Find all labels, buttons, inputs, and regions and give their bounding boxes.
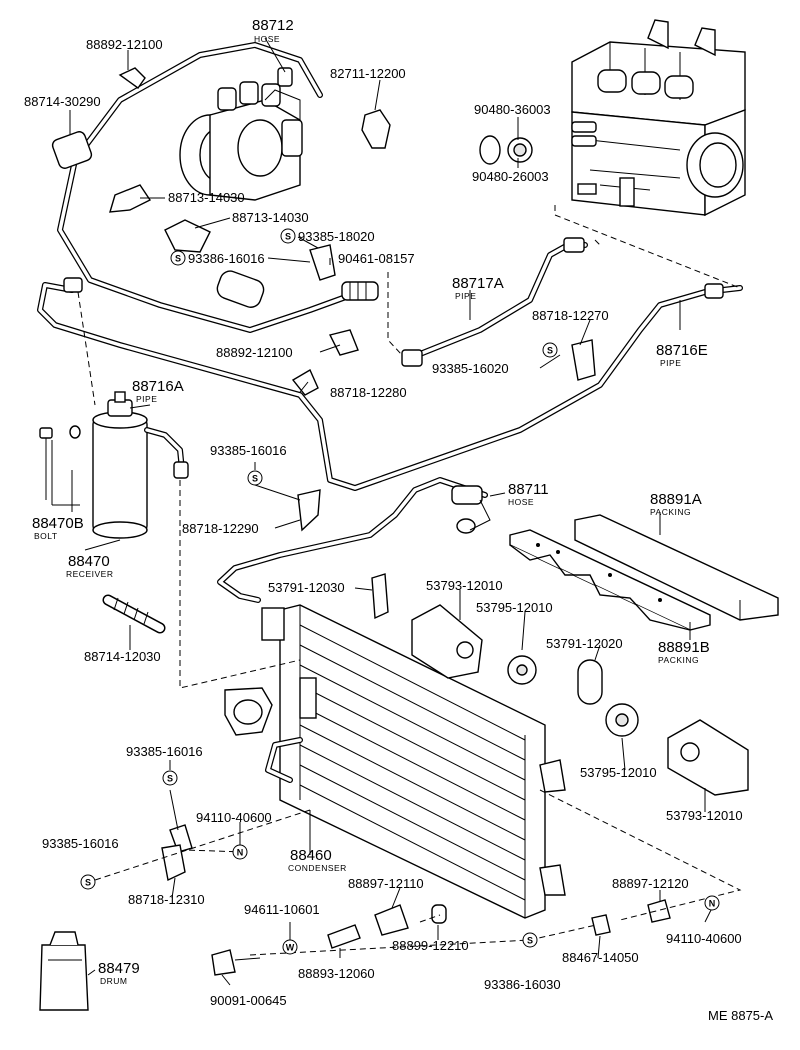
symbol-s [542,342,558,358]
label-88892-12100-top: 88892-12100 [86,37,163,52]
label-93385-16020: 93385-16020 [432,361,509,376]
symbol-w-text: W [286,943,295,953]
label-88712-sub: HOSE [254,34,280,44]
pads-drawing [371,573,749,796]
label-88479-sub: DRUM [100,976,128,986]
label-88718-12280: 88718-12280 [330,385,407,400]
label-88713-14030-b: 88713-14030 [232,210,309,225]
label-93385-16016-mid: 93385-16016 [210,443,287,458]
label-53791-12030: 53791-12030 [268,580,345,595]
label-93385-16016-low: 93385-16016 [126,744,203,759]
receiver-drawing [39,391,189,539]
label-88460: 88460 [290,847,332,864]
label-82711-12200: 82711-12200 [330,66,406,81]
symbol-n-text: N [237,848,244,858]
label-88716A-sub: PIPE [136,394,157,404]
label-88716A: 88716A [132,378,184,395]
label-88717A-sub: PIPE [455,291,476,301]
label-53791-12020: 53791-12020 [546,636,623,651]
label-94611-10601: 94611-10601 [244,902,320,917]
label-88470B: 88470B [32,515,84,532]
label-53793-12010-a: 53793-12010 [426,578,503,593]
label-88470-sub: RECEIVER [66,569,113,579]
label-88891A: 88891A [650,491,702,508]
label-88470B-sub: BOLT [34,531,58,541]
bottom-parts-drawing [39,824,671,1011]
symbol-s [80,874,96,890]
fastener-symbols: S S S S S N S W S N [80,228,720,955]
label-88712: 88712 [252,17,294,34]
label-88479: 88479 [98,960,140,977]
label-88717A: 88717A [452,275,504,292]
symbol-s-text: S [252,474,258,484]
label-93385-16016-bot: 93385-16016 [42,836,119,851]
symbol-s-text: S [175,254,181,264]
symbol-s-text: S [285,232,291,242]
packing-drawing [509,514,779,631]
label-88714-30290: 88714-30290 [24,94,101,109]
hose-short-drawing [102,594,166,634]
part-labels: 88712 HOSE 88892-12100 82711-12200 88714… [24,17,773,1023]
label-90461-08157: 90461-08157 [338,251,415,266]
label-88460-sub: CONDENSER [288,863,347,873]
label-94110-40600-b: 94110-40600 [666,931,742,946]
label-88897-12110: 88897-12110 [348,876,424,891]
label-88711-sub: HOSE [508,497,534,507]
pipe-88717A-drawing [401,237,588,367]
label-88711: 88711 [508,481,549,498]
label-88716E: 88716E [656,342,708,359]
label-53793-12010-b: 53793-12010 [666,808,743,823]
symbol-s [170,250,186,266]
label-93386-16016-top: 93386-16016 [188,251,265,266]
hose-88711-drawing [217,477,491,603]
symbol-s-text: S [547,346,553,356]
label-53795-12010-b: 53795-12010 [580,765,657,780]
symbol-s [280,228,296,244]
compressor [179,81,303,201]
label-90091-00645: 90091-00645 [210,993,287,1008]
evaporator-unit [571,19,746,217]
label-88891B: 88891B [658,639,710,656]
label-94110-40600-a: 94110-40600 [196,810,272,825]
symbol-s [522,932,538,948]
condenser-drawing [224,604,566,919]
hose-88712-drawing [57,42,379,333]
label-88467-14050: 88467-14050 [562,950,639,965]
label-88470: 88470 [68,553,110,570]
symbol-n [232,844,248,860]
label-93386-16030: 93386-16030 [484,977,561,992]
label-53795-12010-a: 53795-12010 [476,600,553,615]
small-parts-top [51,67,596,532]
label-88718-12270: 88718-12270 [532,308,609,323]
symbol-n [704,895,720,911]
label-93385-18020: 93385-18020 [298,229,375,244]
symbol-n-text: N [709,899,716,909]
symbol-s-text: S [167,774,173,784]
symbol-s [247,470,263,486]
label-88716E-sub: PIPE [660,358,681,368]
label-88718-12290: 88718-12290 [182,521,259,536]
label-88892-12100-mid: 88892-12100 [216,345,293,360]
label-88714-12030: 88714-12030 [84,649,161,664]
label-90480-36003: 90480-36003 [474,102,551,117]
label-88891A-sub: PACKING [650,507,691,517]
label-88718-12310: 88718-12310 [128,892,205,907]
label-88897-12120: 88897-12120 [612,876,689,891]
label-88899-12210: 88899-12210 [392,938,469,953]
label-88893-12060: 88893-12060 [298,966,375,981]
pipe-long-drawing [37,277,743,491]
symbol-s [162,770,178,786]
leader-lines [51,37,713,986]
label-88713-14030-a: 88713-14030 [168,190,245,205]
symbol-s-text: S [527,936,533,946]
label-88891B-sub: PACKING [658,655,699,665]
symbol-w [282,939,298,955]
reference-code: ME 8875-A [708,1008,773,1023]
label-90480-26003: 90480-26003 [472,169,549,184]
symbol-s-text: S [85,878,91,888]
